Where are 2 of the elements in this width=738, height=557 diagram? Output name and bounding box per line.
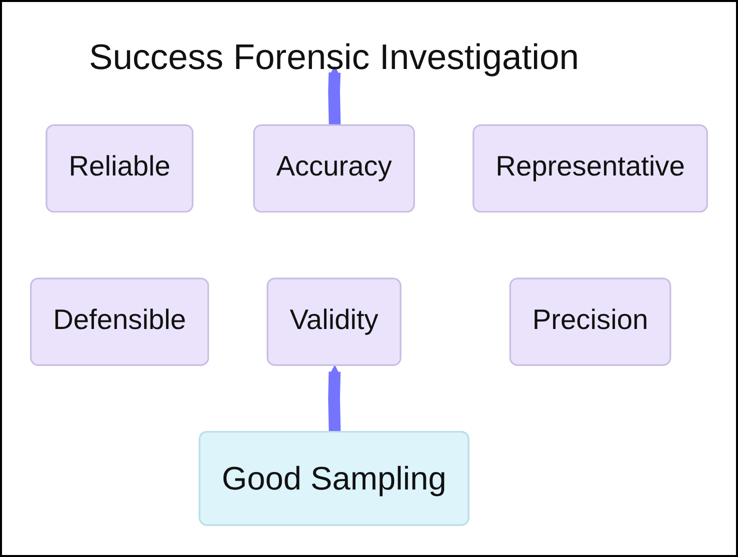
- node-text: Success Forensic Investigation: [89, 38, 580, 78]
- arrow: [328, 365, 342, 433]
